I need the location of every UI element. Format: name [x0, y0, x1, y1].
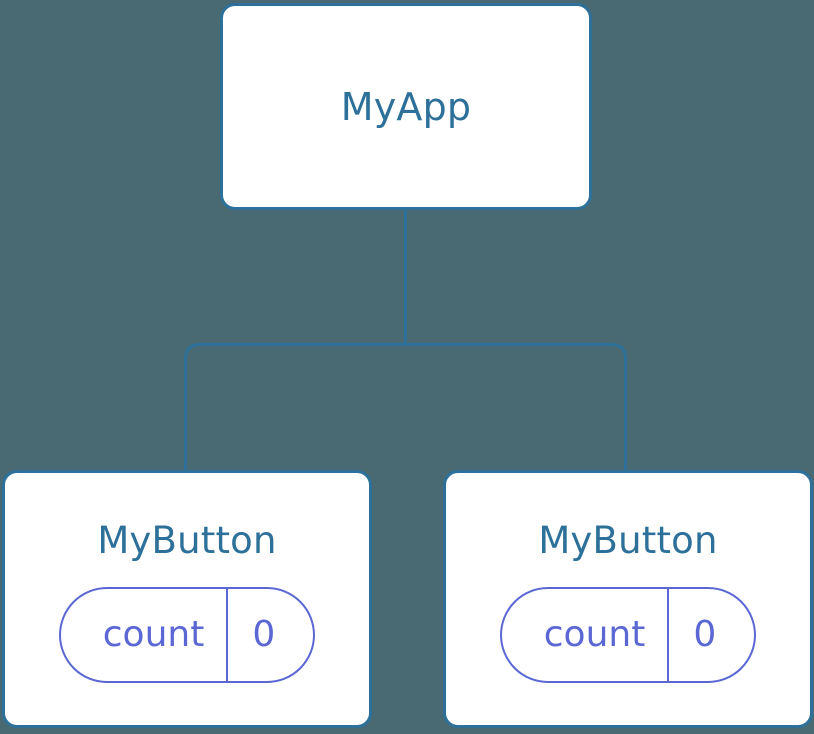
node-myapp[interactable]: MyApp	[220, 3, 592, 210]
property-value-label: 0	[693, 614, 717, 655]
property-key-label: count	[102, 614, 205, 655]
property-pill-count-right[interactable]: count 0	[499, 587, 757, 683]
edge-branch-left	[184, 343, 406, 472]
property-value-label: 0	[252, 614, 276, 655]
node-mybutton-left-label: MyButton	[97, 519, 277, 562]
property-divider	[667, 589, 670, 681]
node-myapp-label: MyApp	[340, 84, 472, 129]
property-key-label: count	[543, 614, 646, 655]
property-divider	[226, 589, 229, 681]
edge-branch-right	[405, 343, 627, 472]
node-mybutton-left[interactable]: MyButton count 0	[2, 470, 372, 728]
property-pill-count-left[interactable]: count 0	[58, 587, 316, 683]
node-mybutton-right-label: MyButton	[538, 519, 718, 562]
node-mybutton-right[interactable]: MyButton count 0	[443, 470, 813, 728]
